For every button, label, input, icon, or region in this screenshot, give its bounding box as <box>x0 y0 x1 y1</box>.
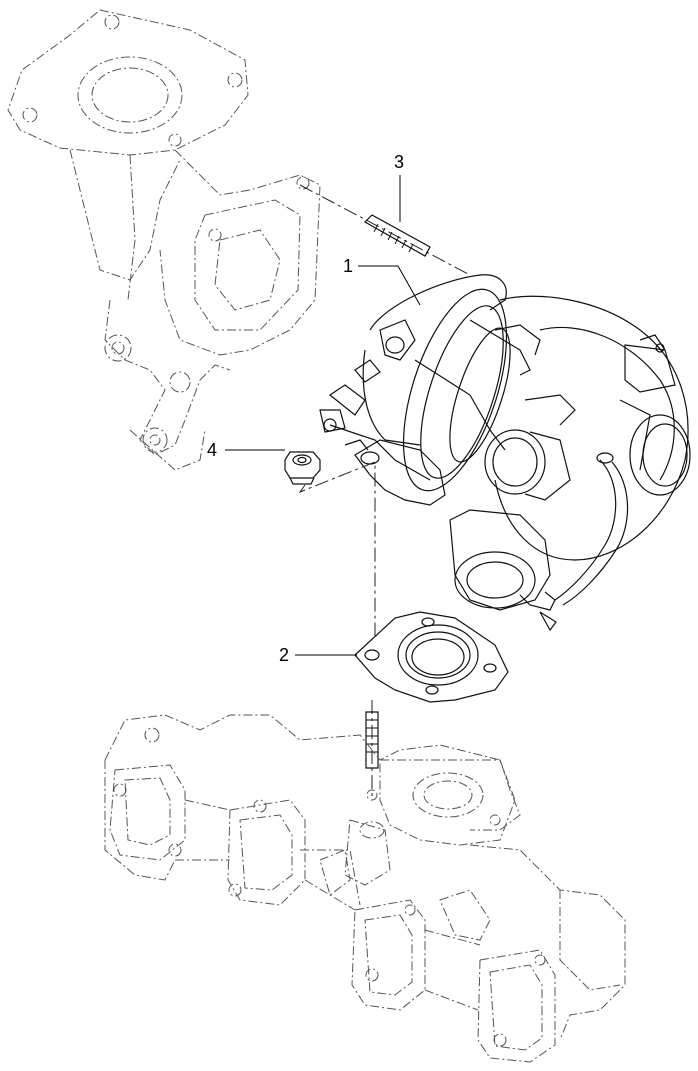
nut-part-4 <box>284 451 376 640</box>
callout-1: 1 <box>343 256 353 276</box>
callout-leaders <box>225 175 421 656</box>
callout-2: 2 <box>279 645 289 665</box>
upper-bracket-phantom <box>7 9 321 471</box>
exhaust-manifold-phantom <box>104 714 626 1063</box>
turbocharger-part-1 <box>319 274 691 632</box>
leader-1 <box>358 265 421 306</box>
lower-stud <box>365 700 379 800</box>
callout-4: 4 <box>207 440 217 460</box>
gasket-part-2 <box>354 611 509 703</box>
stud-part-3 <box>299 184 471 276</box>
callout-3: 3 <box>394 152 404 172</box>
